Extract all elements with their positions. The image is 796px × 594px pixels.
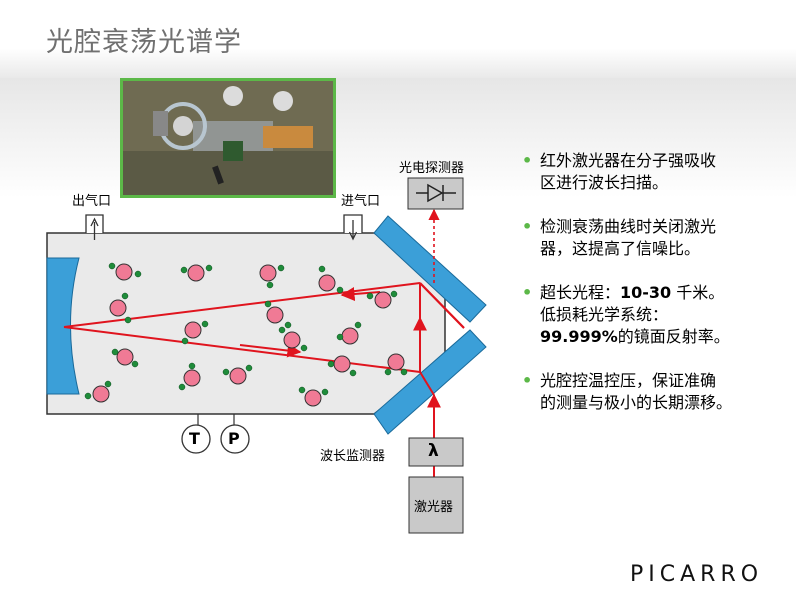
molecule — [184, 321, 202, 339]
molecule — [92, 385, 110, 403]
bullet-line: 检测衰荡曲线时关闭激光 — [540, 217, 717, 236]
bullet-item: • 检测衰荡曲线时关闭激光 器，这提高了信噪比。 — [522, 216, 784, 260]
photodetector-label: 光电探测器 — [399, 161, 465, 176]
molecule — [266, 306, 284, 324]
bullet-dot: • — [522, 217, 533, 236]
bullet-dot: • — [522, 283, 533, 302]
inlet-label: 进气口 — [341, 194, 381, 209]
laser-label: 激光器 — [414, 500, 454, 515]
molecule — [318, 274, 336, 292]
molecule — [229, 367, 247, 385]
molecule — [283, 331, 301, 349]
pressure-symbol: P — [228, 429, 240, 448]
instrument-photo-art — [123, 81, 333, 195]
molecule — [183, 369, 201, 387]
photodiode-icon — [416, 183, 456, 203]
bullet-bold-text: 99.999% — [540, 327, 618, 346]
picarro-logo: PICARRO — [630, 562, 764, 587]
bullet-text: 的镜面反射率。 — [617, 327, 730, 346]
bullet-dot: • — [522, 371, 533, 390]
bullet-text: 超长光程： — [540, 283, 621, 302]
left-mirror — [46, 257, 80, 395]
bullet-line: 的测量与极小的长期漂移。 — [540, 393, 733, 412]
molecule — [115, 263, 133, 281]
bullet-line: 红外激光器在分子强吸收 — [540, 151, 717, 170]
molecule — [374, 291, 392, 309]
molecules — [92, 263, 405, 407]
bullet-item: • 超长光程：10-30 千米。 低损耗光学系统： 99.999%的镜面反射率。 — [522, 282, 784, 348]
bullet-text: 千米。 — [671, 283, 725, 302]
molecule — [259, 264, 277, 282]
bullet-line: 区进行波长扫描。 — [540, 173, 669, 192]
bullet-item: • 光腔控温控压，保证准确 的测量与极小的长期漂移。 — [522, 370, 784, 414]
outlet-label: 出气口 — [72, 194, 112, 209]
molecule — [109, 299, 127, 317]
bullet-line: 光腔控温控压，保证准确 — [540, 371, 717, 390]
molecule — [304, 389, 322, 407]
title-band — [0, 0, 796, 78]
molecule — [116, 348, 134, 366]
bullet-line: 超长光程：10-30 千米。 — [540, 282, 784, 304]
pressure-sensor — [220, 424, 250, 454]
page-title: 光腔衰荡光谱学 — [46, 27, 242, 58]
bullet-line: 99.999%的镜面反射率。 — [540, 326, 784, 348]
lambda-symbol: λ — [428, 441, 439, 461]
upper-right-mirror — [373, 215, 487, 323]
temperature-sensor — [181, 424, 211, 454]
bullet-list: • 红外激光器在分子强吸收 区进行波长扫描。 • 检测衰荡曲线时关闭激光 器，这… — [522, 150, 784, 436]
bullet-line: 低损耗光学系统： — [540, 305, 669, 324]
instrument-photo — [120, 78, 336, 198]
lower-right-mirror — [373, 329, 487, 435]
wavelength-monitor-box — [408, 437, 464, 467]
molecule — [187, 264, 205, 282]
laser-box — [408, 476, 464, 534]
molecule — [333, 355, 351, 373]
molecule — [387, 353, 405, 371]
wavelength-monitor-label: 波长监测器 — [320, 449, 386, 464]
bullet-dot: • — [522, 151, 533, 170]
bullet-line: 器，这提高了信噪比。 — [540, 239, 701, 258]
bullet-bold-text: 10-30 — [620, 283, 672, 302]
atoms — [84, 262, 408, 400]
temperature-symbol: T — [189, 429, 200, 448]
molecule — [341, 327, 359, 345]
bullet-item: • 红外激光器在分子强吸收 区进行波长扫描。 — [522, 150, 784, 194]
